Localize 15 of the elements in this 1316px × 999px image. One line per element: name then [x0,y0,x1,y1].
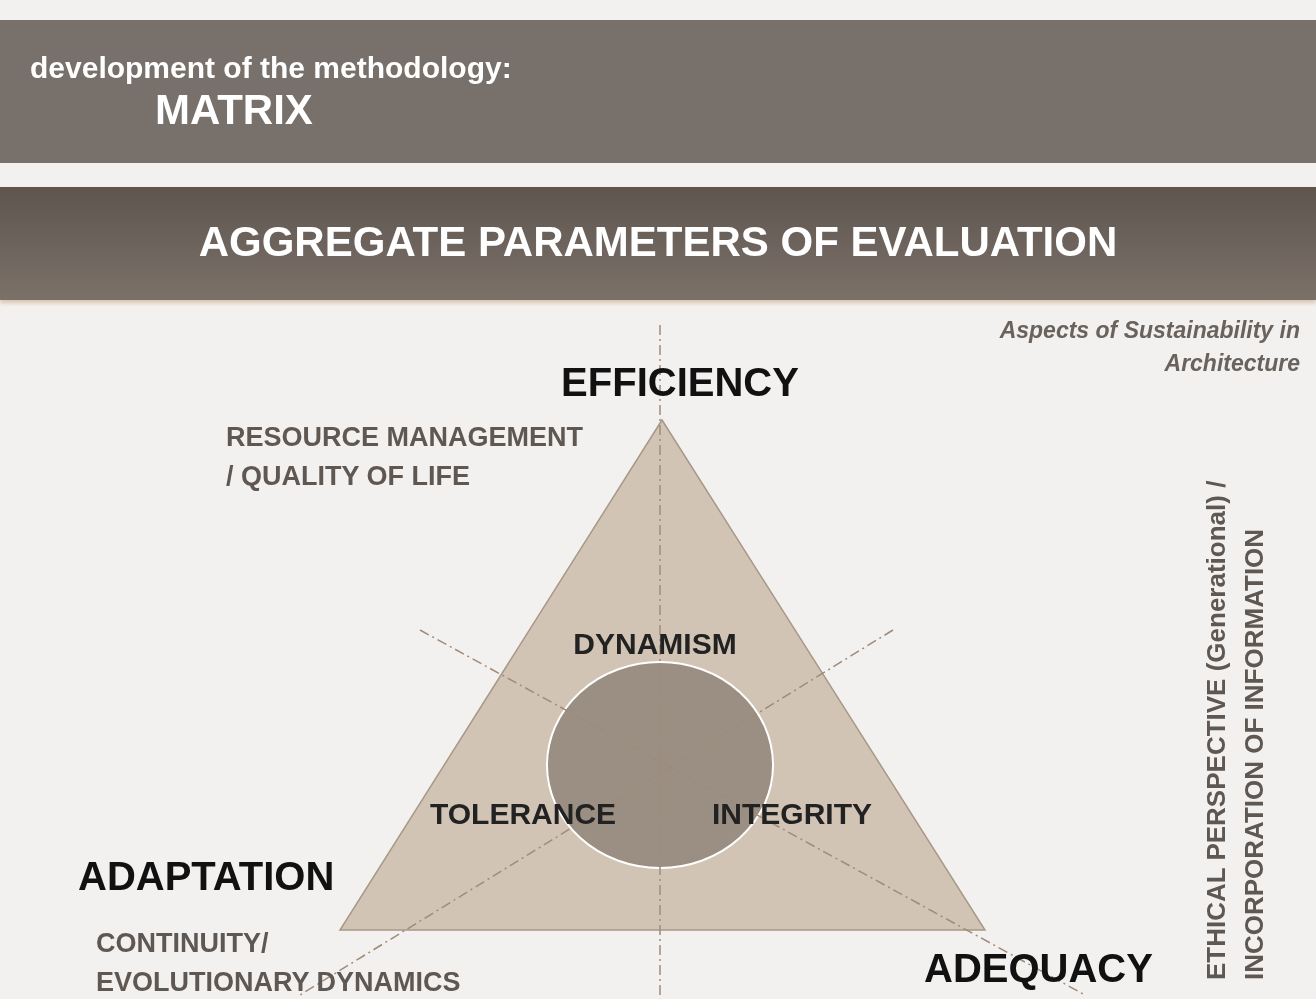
zone-label: INTEGRITY [712,796,873,832]
band-title: AGGREGATE PARAMETERS OF EVALUATION [197,217,1119,267]
note-text: Aspects of Sustainability in Architecture [998,316,1300,379]
zone-label: TOLERANCE [430,796,618,832]
axis-label: ETHICAL PERSPECTIVE (Generational) / INCORPORATION OF INFORMATION [1200,479,1270,980]
vertex-label: EFFICIENCY [560,359,800,406]
header-band [0,20,1316,163]
header-subtitle: development of the methodology: [30,50,512,86]
vertex-label: ADAPTATION [78,853,336,900]
vertex-label: ADEQUACY [924,945,1154,992]
title-band [0,187,1316,300]
header-title: MATRIX [155,85,313,135]
axis-label: RESOURCE MANAGEMENT / QUALITY OF LIFE [226,421,584,494]
axis-label: CONTINUITY/ EVOLUTIONARY DYNAMICS [96,927,462,999]
zone-label: DYNAMISM [572,626,738,662]
